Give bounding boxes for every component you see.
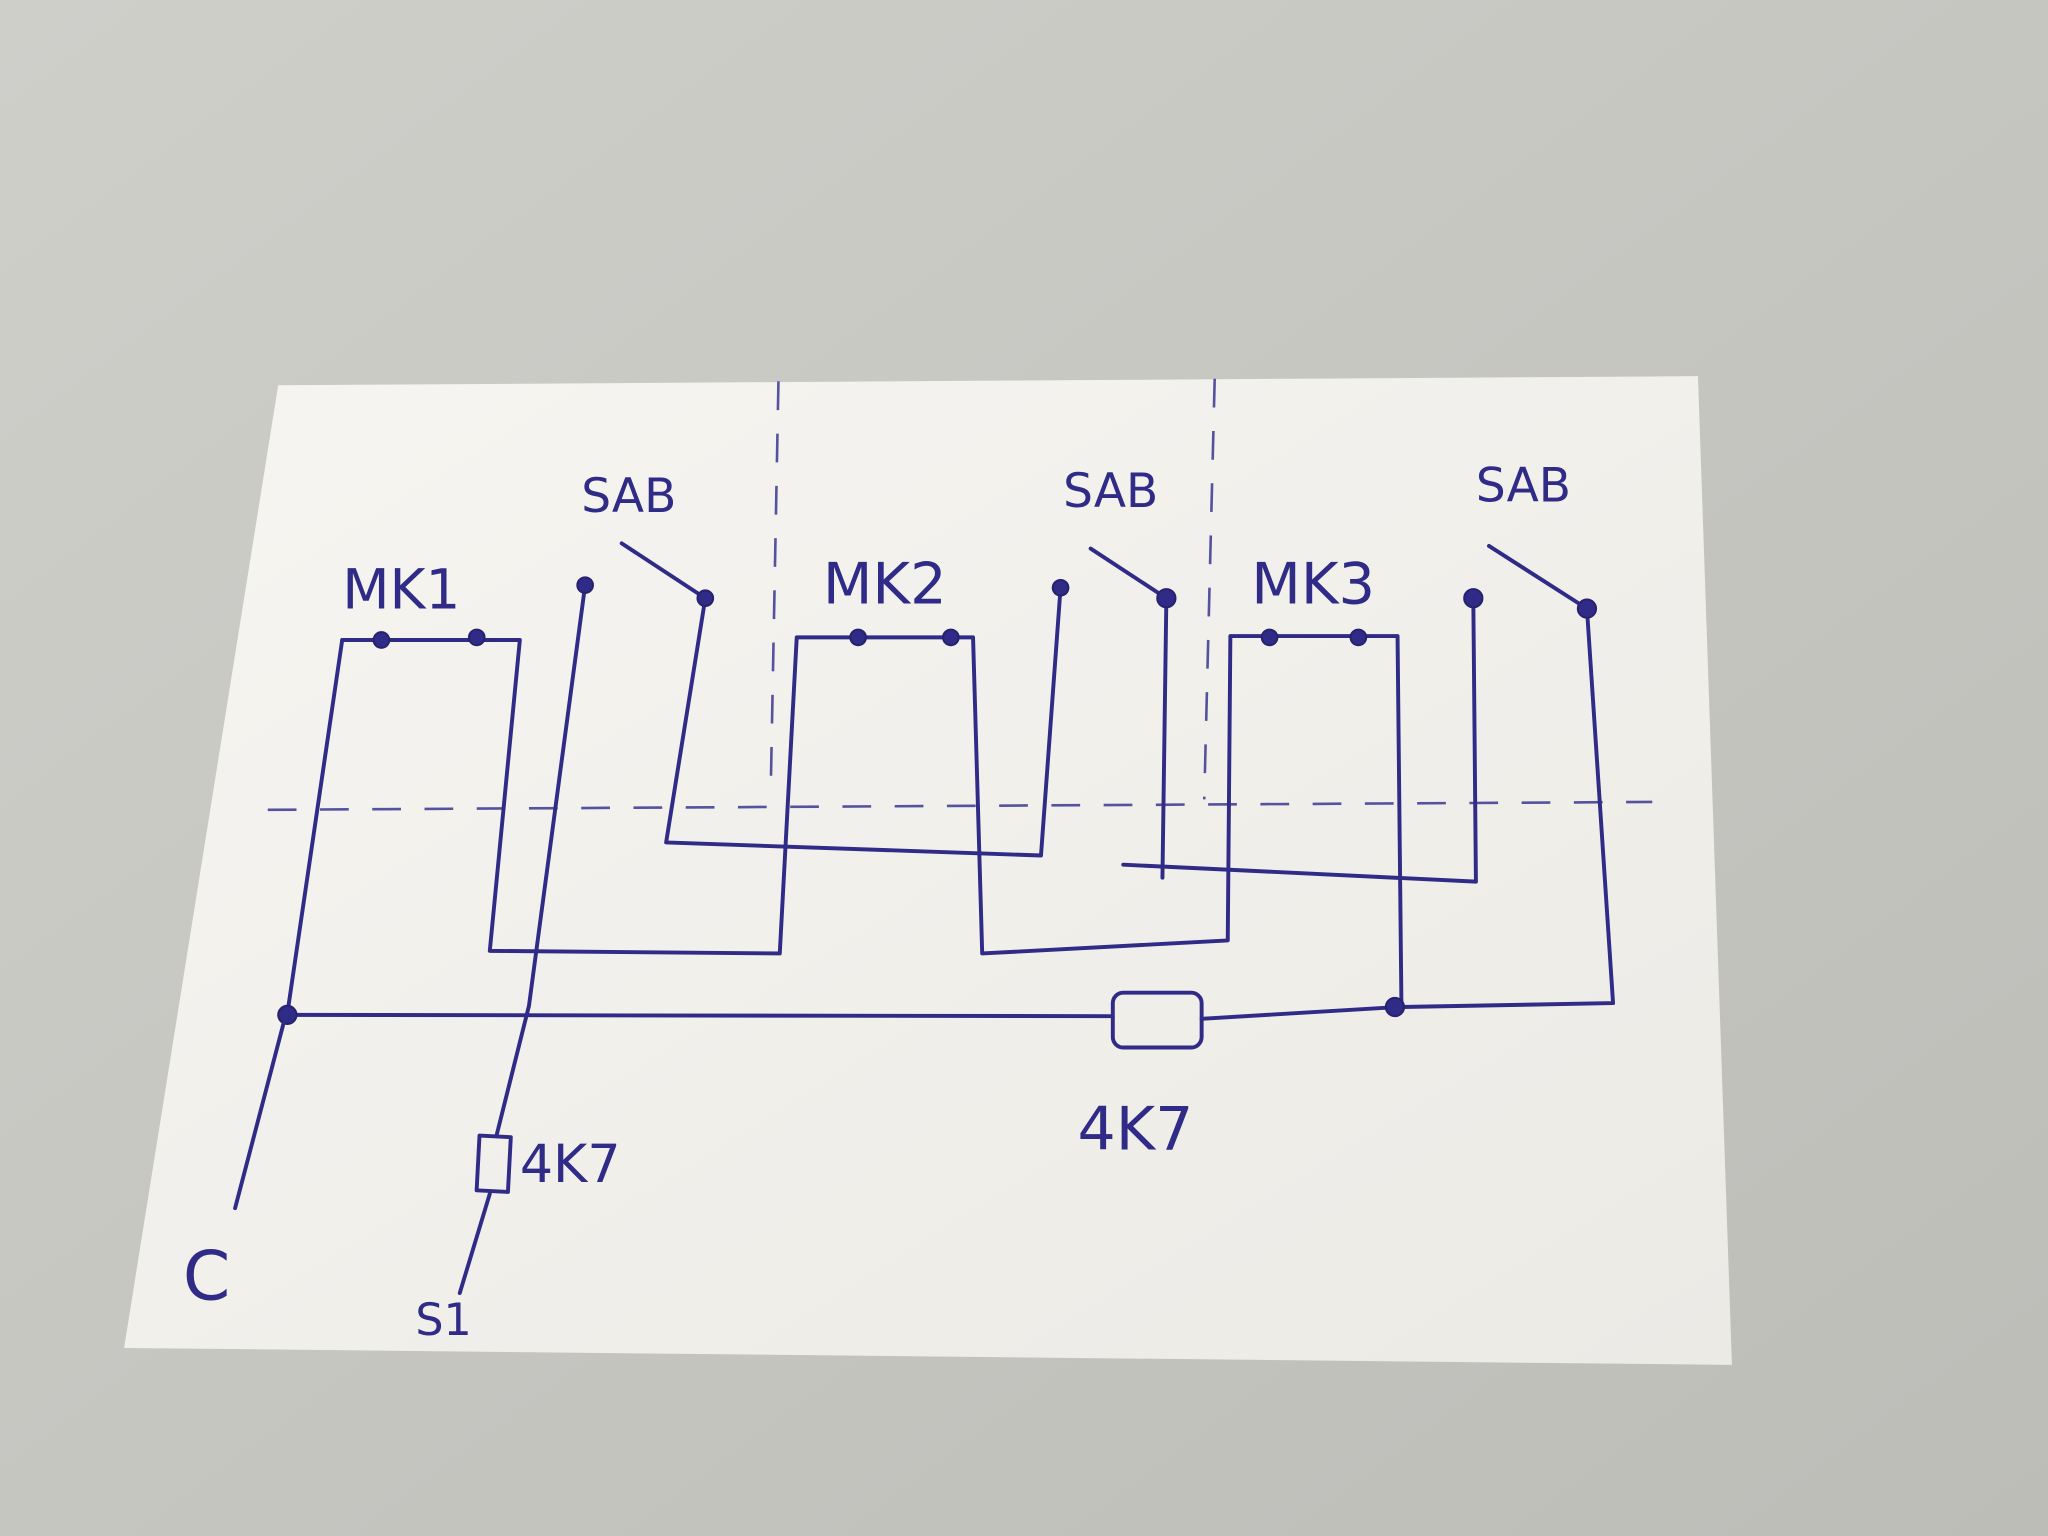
dashed-divider-horizontal: [267, 800, 1653, 812]
sab2-fixed-contact: [1051, 578, 1070, 597]
label-resistor-bus: 4K7: [1078, 1094, 1194, 1164]
mk-contacts: [372, 628, 1368, 649]
label-sab-2: SAB: [1063, 464, 1158, 519]
dashed-divider-2: [1202, 378, 1216, 800]
main-bus-left: [285, 1012, 1115, 1019]
s1-wire: [457, 1191, 492, 1296]
label-mk1: MK1: [342, 558, 460, 622]
label-sab-1: SAB: [581, 469, 676, 524]
sab3-arm-contact: [1576, 598, 1598, 619]
right-node: [1384, 996, 1406, 1018]
common-wire: [233, 1016, 287, 1211]
sab3-switch-arm: [1399, 544, 1616, 1009]
label-mk3: MK3: [1251, 550, 1375, 617]
sab1-switch-arm: [619, 541, 1063, 858]
sab1-fixed-contact: [576, 576, 594, 594]
module-loop-wire: [340, 634, 1404, 1011]
common-node: [277, 1004, 298, 1025]
resistor-s1: [474, 1133, 513, 1194]
label-common: C: [183, 1238, 230, 1317]
sab3-fixed-contact: [1463, 588, 1484, 609]
label-sab-3: SAB: [1476, 459, 1571, 514]
main-bus-right: [1199, 1005, 1400, 1021]
sab2-return-wire: [1121, 596, 1478, 884]
mk1-left-wire: [285, 638, 345, 1016]
dashed-divider-1: [769, 381, 780, 797]
label-resistor-s1: 4K7: [520, 1135, 621, 1195]
label-signal: S1: [415, 1295, 471, 1346]
label-mk2: MK2: [823, 550, 947, 617]
sab1-fixed-wire: [494, 583, 588, 1139]
paper-sheet: [124, 376, 1732, 1365]
sab2-arm-contact: [1156, 588, 1177, 609]
sab1-arm-contact: [696, 589, 715, 608]
